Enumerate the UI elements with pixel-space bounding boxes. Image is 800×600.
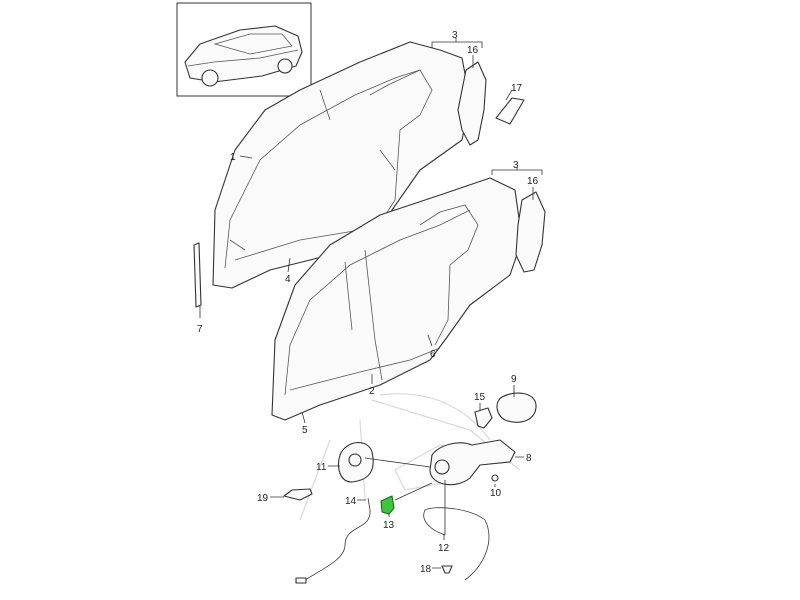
filler-cap-part-11[interactable] <box>337 442 374 483</box>
callout-12: 12 <box>438 543 450 554</box>
callout-5: 5 <box>302 425 308 436</box>
actuator-part-13-highlighted[interactable] <box>380 495 395 515</box>
callout-19: 19 <box>257 493 269 504</box>
callout-15: 15 <box>474 392 486 403</box>
part-19-bracket[interactable] <box>283 488 313 501</box>
filler-housing-part-8[interactable] <box>429 439 516 486</box>
callout-10: 10 <box>490 488 502 499</box>
callout-6: 6 <box>430 349 436 360</box>
part-17-trim[interactable] <box>495 97 525 125</box>
callout-16-lower: 16 <box>527 176 539 187</box>
part-7-strip[interactable] <box>193 242 202 308</box>
callout-4: 4 <box>285 274 291 285</box>
callout-8: 8 <box>526 453 532 464</box>
clip-part-18[interactable] <box>441 565 453 574</box>
callout-2: 2 <box>369 386 375 397</box>
callout-3-lower: 3 <box>513 160 519 171</box>
leader-lines <box>199 38 543 569</box>
fuel-flap-part-9[interactable] <box>496 392 537 423</box>
rear-bracket-part-16-lower[interactable] <box>515 191 546 273</box>
screw-part-10[interactable] <box>491 474 499 482</box>
rear-bracket-part-16-upper[interactable] <box>457 61 487 146</box>
callout-9: 9 <box>511 374 517 385</box>
callout-1: 1 <box>230 152 236 163</box>
callout-7: 7 <box>197 324 203 335</box>
callout-14: 14 <box>345 496 357 507</box>
callout-17: 17 <box>511 83 523 94</box>
drain-hose-part-12[interactable] <box>423 480 490 581</box>
callout-16-upper: 16 <box>467 45 479 56</box>
callout-3-upper: 3 <box>452 30 458 41</box>
callout-18: 18 <box>420 564 432 575</box>
vehicle-thumbnail[interactable] <box>176 2 312 97</box>
callout-13: 13 <box>383 520 395 531</box>
callout-11: 11 <box>316 462 327 473</box>
hinge-part-15[interactable] <box>474 407 493 429</box>
release-cable-part-14[interactable] <box>295 497 371 584</box>
